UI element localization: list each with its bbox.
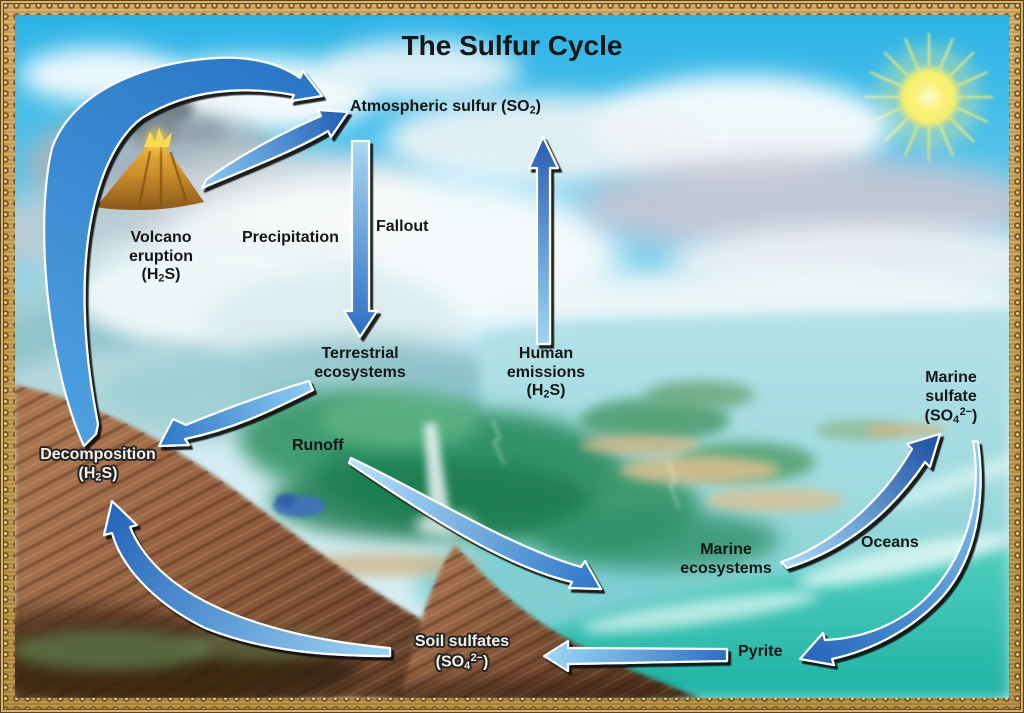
arrow-runoff bbox=[347, 456, 603, 591]
arrow-volcano-to-atmospheric-sulfur bbox=[200, 108, 350, 190]
arrow-marine-ecosystems-to-marine-sulfate bbox=[779, 432, 942, 570]
soil-terrain bbox=[15, 385, 700, 698]
arrow-fallout-precipitation bbox=[342, 139, 379, 339]
arrow-pyrite-to-soil-sulfates bbox=[542, 639, 729, 673]
arrow-marine-sulfate-to-pyrite bbox=[798, 439, 982, 667]
forest-coast bbox=[240, 381, 945, 577]
flow-arrows bbox=[43, 56, 982, 673]
scene-art bbox=[15, 15, 1009, 698]
scene bbox=[15, 15, 1009, 698]
lightning-streaks bbox=[491, 419, 680, 510]
arrow-soil-sulfates-to-decomposition bbox=[102, 499, 392, 658]
arrow-terrestrial-to-decomposition bbox=[157, 379, 315, 448]
arrow-human-emissions bbox=[527, 135, 560, 346]
arrow-decomposition-to-atmospheric-sulfur bbox=[43, 56, 324, 448]
